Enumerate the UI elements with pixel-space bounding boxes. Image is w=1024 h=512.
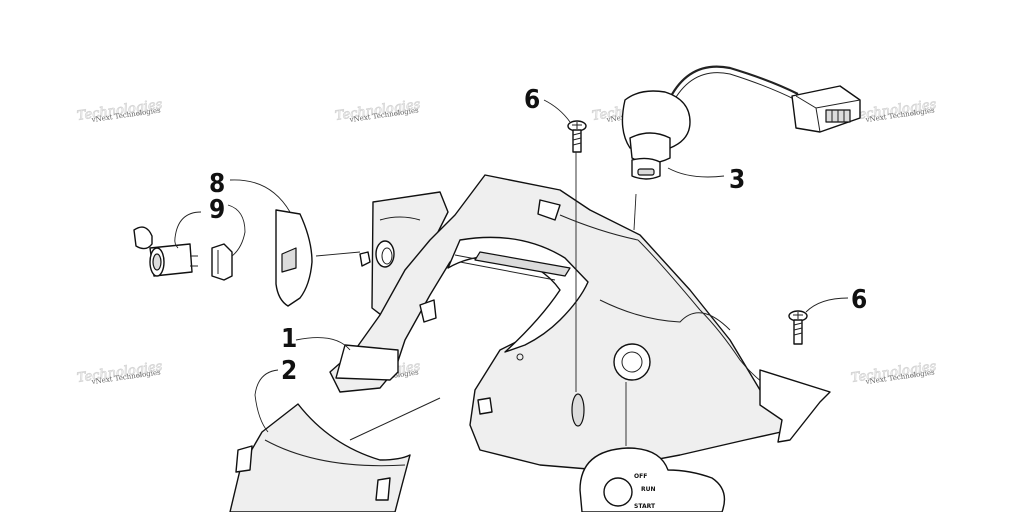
watermark: Technologies vNext Technologies <box>76 359 164 387</box>
callout-9: 9 <box>209 195 225 225</box>
callout-6-top: 6 <box>524 85 540 115</box>
accessory-socket <box>133 226 198 277</box>
watermark: Technologies vNext Technologies <box>850 359 938 387</box>
callout-1: 1 <box>281 324 297 354</box>
callout-3: 3 <box>729 165 745 195</box>
switch-label-run: RUN <box>641 486 656 493</box>
watermark: Technologies vNext Technologies <box>76 97 164 125</box>
gasket-plate <box>275 209 313 307</box>
switch-label-start: START <box>634 503 656 510</box>
screw-right <box>788 310 808 345</box>
nut <box>211 243 233 281</box>
screw-top <box>567 120 587 153</box>
watermark: Technologies vNext Technologies <box>850 97 938 125</box>
switch-decal: OFF RUN START <box>579 447 726 512</box>
ignition-switch <box>621 65 861 180</box>
callouts: 6 3 6 8 9 1 2 <box>209 85 867 386</box>
leader-lines <box>174 99 849 446</box>
switch-label-off: OFF <box>634 473 647 480</box>
lower-cover <box>229 397 441 512</box>
console-housing <box>329 174 831 471</box>
callout-6-right: 6 <box>851 285 867 315</box>
callout-8: 8 <box>209 169 225 199</box>
watermark: Technologies vNext Technologies <box>334 97 422 125</box>
callout-2: 2 <box>281 356 297 386</box>
